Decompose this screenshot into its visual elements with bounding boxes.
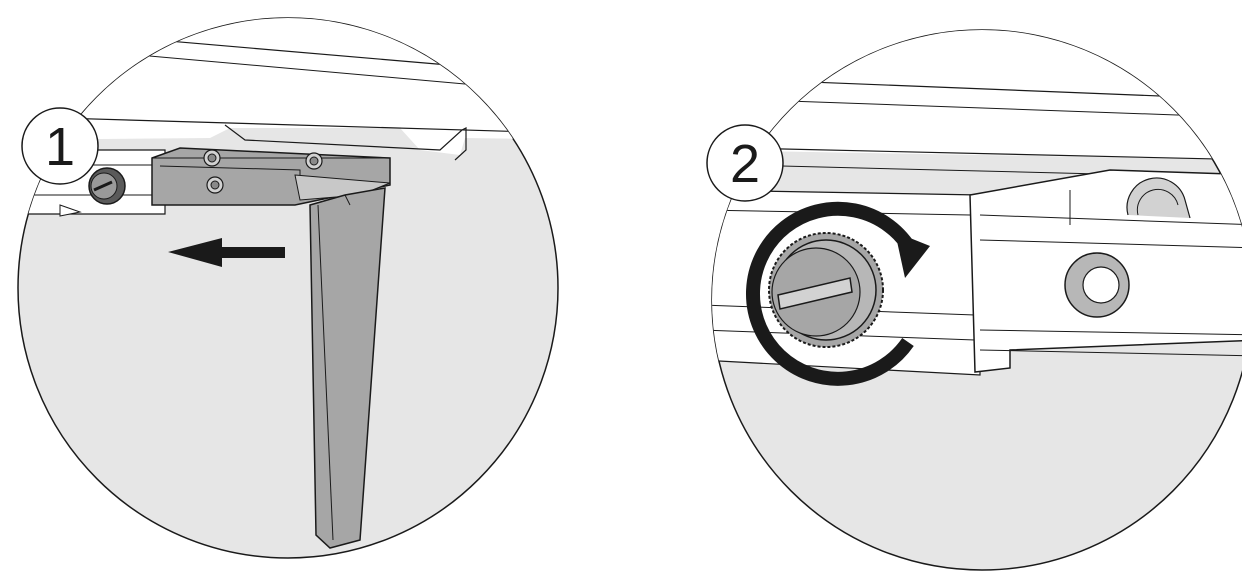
step-1-panel: 1 (17, 17, 559, 559)
mounting-bracket (969, 169, 1242, 373)
step-2-badge: 2 (706, 124, 784, 202)
step-1-badge: 1 (21, 107, 99, 185)
rotate-clockwise-icon (746, 201, 930, 386)
step-2-number: 2 (730, 134, 760, 194)
modesty-plate (309, 187, 386, 549)
knob-screw (88, 167, 126, 205)
step-2-panel: 2 (706, 29, 1242, 571)
arrow-left-icon (168, 238, 285, 267)
step-1-number: 1 (45, 117, 75, 177)
knob-screw (768, 232, 884, 348)
